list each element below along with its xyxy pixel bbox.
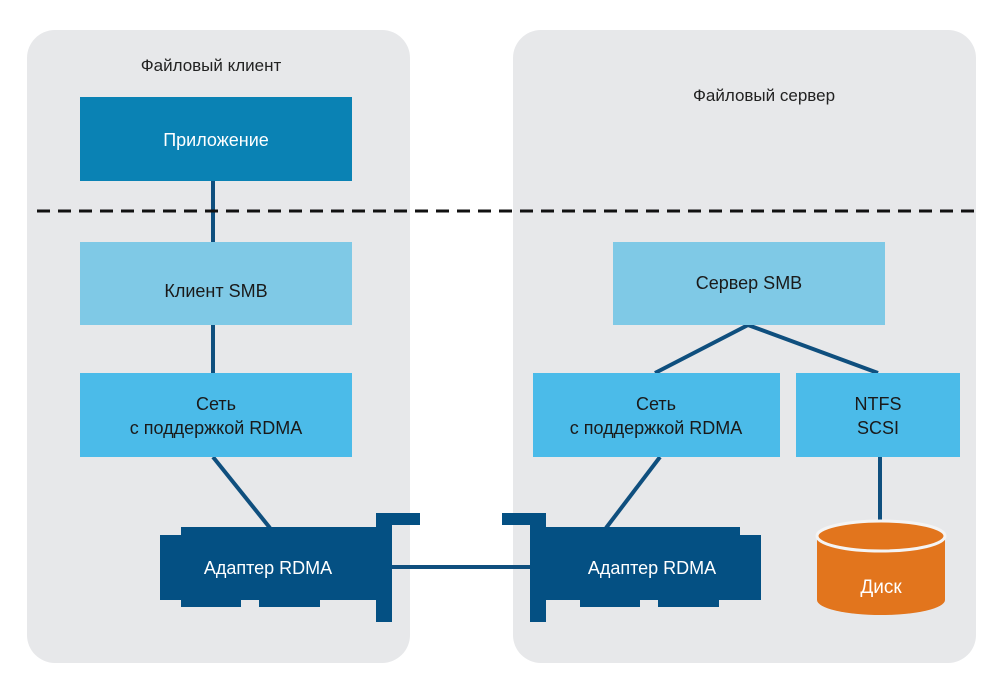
smb-client-label: Клиент SMB — [164, 281, 267, 301]
client-title: Файловый клиент — [141, 56, 282, 75]
client-adapter-label: Адаптер RDMA — [204, 558, 332, 578]
connector-server-net-adapter — [604, 455, 662, 530]
ntfs-label: NTFS — [855, 394, 902, 414]
disk-icon — [815, 519, 947, 615]
client-rdma-network-box — [80, 373, 352, 457]
server-panel — [513, 30, 976, 663]
client-network-label-2: с поддержкой RDMA — [130, 418, 303, 438]
server-title: Файловый сервер — [693, 86, 835, 105]
scsi-label: SCSI — [857, 418, 899, 438]
server-rdma-adapter — [502, 513, 761, 622]
server-rdma-network-box — [533, 373, 780, 457]
client-panel — [27, 30, 410, 663]
client-rdma-adapter — [160, 513, 420, 622]
ntfs-scsi-box — [796, 373, 960, 457]
application-box — [80, 97, 352, 181]
smb-server-box — [613, 242, 885, 325]
connector-net-adapter-client — [211, 455, 272, 530]
server-network-label-1: Сеть — [636, 394, 676, 414]
server-network-label-2: с поддержкой RDMA — [570, 418, 743, 438]
server-adapter-label: Адаптер RDMA — [588, 558, 716, 578]
client-network-label-1: Сеть — [196, 394, 236, 414]
smb-server-label: Сервер SMB — [696, 273, 802, 293]
disk-label: Диск — [860, 577, 902, 598]
smb-client-box — [80, 242, 352, 325]
application-label: Приложение — [163, 130, 269, 150]
